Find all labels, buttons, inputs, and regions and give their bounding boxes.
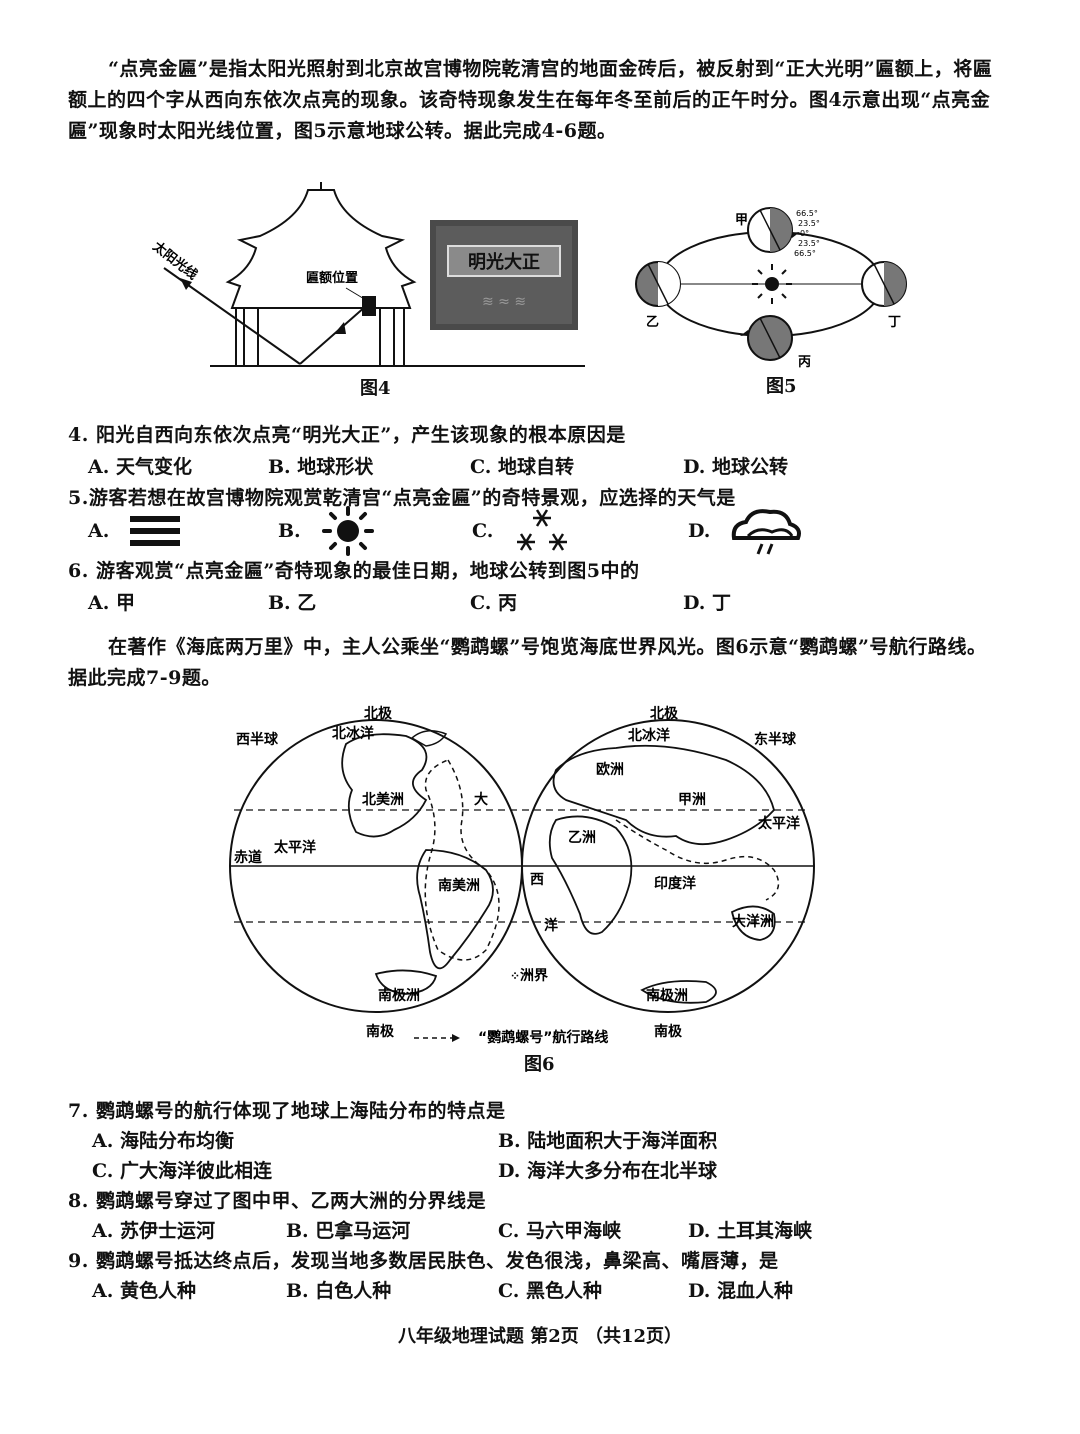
q4-option-b[interactable]: B. 地球形状 xyxy=(268,456,374,478)
q6-option-d[interactable]: D. 丁 xyxy=(683,592,732,614)
question-4-stem: 4. 阳光自西向东依次点亮“明光大正”，产生该现象的根本原因是 xyxy=(68,424,626,446)
west-hemisphere-title: 西半球 xyxy=(236,731,279,748)
svg-text:大洋洲: 大洋洲 xyxy=(732,913,774,930)
q5-option-b[interactable]: B. xyxy=(278,520,301,542)
q7-option-d[interactable]: D. 海洋大多分布在北半球 xyxy=(498,1160,718,1182)
q8-option-b[interactable]: B. 巴拿马运河 xyxy=(286,1220,411,1242)
west-north-pole-label: 北极 xyxy=(364,705,393,722)
figure-5-caption: 图5 xyxy=(766,376,797,397)
question-7-stem: 7. 鹦鹉螺号的航行体现了地球上海陆分布的特点是 xyxy=(68,1100,506,1122)
q4-option-a[interactable]: A. 天气变化 xyxy=(88,456,192,478)
plaque-position-label: 匾额位置 xyxy=(306,270,358,286)
q7-option-b[interactable]: B. 陆地面积大于海洋面积 xyxy=(498,1130,718,1152)
q9-option-c[interactable]: C. 黑色人种 xyxy=(498,1280,603,1302)
svg-text:≋ ≈ ≋: ≋ ≈ ≋ xyxy=(482,294,526,310)
svg-text:北冰洋: 北冰洋 xyxy=(628,727,670,744)
q8-option-d[interactable]: D. 土耳其海峡 xyxy=(688,1220,813,1242)
q8-option-a[interactable]: A. 苏伊士运河 xyxy=(92,1220,215,1242)
svg-text:赤道: 赤道 xyxy=(234,849,262,866)
figure-6-caption: 图6 xyxy=(524,1054,555,1075)
west-south-pole-label: 南极 xyxy=(366,1023,395,1040)
route-east xyxy=(615,819,780,901)
rain-icon xyxy=(731,509,801,555)
q9-option-b[interactable]: B. 白色人种 xyxy=(286,1280,392,1302)
svg-text:23.5°: 23.5° xyxy=(798,239,820,248)
svg-text:大: 大 xyxy=(474,791,488,808)
svg-text:66.5°: 66.5° xyxy=(796,209,818,218)
svg-text:太平洋: 太平洋 xyxy=(758,815,800,832)
svg-text:西: 西 xyxy=(530,872,544,888)
svg-text:北美洲: 北美洲 xyxy=(362,791,404,808)
east-hemisphere-title: 东半球 xyxy=(754,731,797,748)
svg-text:北冰洋: 北冰洋 xyxy=(332,725,374,742)
svg-text:太平洋: 太平洋 xyxy=(274,839,316,856)
question-8-stem: 8. 鹦鹉螺号穿过了图中甲、乙两大洲的分界线是 xyxy=(68,1190,486,1212)
figure-4: 太阳光线 匾额位置 明光大正 ≋ ≈ ≋ xyxy=(149,182,585,367)
q4-option-c[interactable]: C. 地球自转 xyxy=(470,456,575,478)
question-5-stem: 5.游客若想在故宫博物院观赏乾清宫“点亮金匾”的奇特景观，应选择的天气是 xyxy=(68,487,736,509)
svg-text:乙洲: 乙洲 xyxy=(568,830,596,846)
legend-boundary: ⁘ 洲界 xyxy=(510,968,549,984)
east-south-pole-label: 南极 xyxy=(654,1023,683,1040)
intro-paragraph-1: “点亮金匾”是指太阳光照射到北京故宫博物院乾清宫的地面金砖后，被反射到“正大光明… xyxy=(68,58,993,142)
svg-text:印度洋: 印度洋 xyxy=(654,875,696,892)
svg-text:66.5°: 66.5° xyxy=(794,249,816,258)
east-north-pole-label: 北极 xyxy=(650,705,679,722)
position-jia-label: 甲 xyxy=(735,213,748,228)
sunny-icon xyxy=(322,506,374,556)
q5-option-a[interactable]: A. xyxy=(88,520,110,542)
position-bing-label: 丙 xyxy=(798,355,811,370)
snow-icon xyxy=(517,509,567,551)
q8-option-c[interactable]: C. 马六甲海峡 xyxy=(498,1220,622,1242)
q5-option-c[interactable]: C. xyxy=(472,520,494,542)
svg-text:南极洲: 南极洲 xyxy=(378,987,420,1004)
svg-text:洲界: 洲界 xyxy=(520,968,549,984)
q7-option-a[interactable]: A. 海陆分布均衡 xyxy=(92,1130,234,1152)
earth-position-yi xyxy=(635,261,681,307)
earth-position-ding xyxy=(861,261,907,307)
q9-option-a[interactable]: A. 黄色人种 xyxy=(92,1280,196,1302)
plaque-text: 明光大正 xyxy=(468,251,540,273)
route-west xyxy=(424,759,500,961)
position-yi-label: 乙 xyxy=(646,315,659,330)
svg-text:甲洲: 甲洲 xyxy=(678,792,706,808)
q6-option-c[interactable]: C. 丙 xyxy=(470,592,518,614)
sun-icon xyxy=(752,264,792,304)
q9-option-d[interactable]: D. 混血人种 xyxy=(688,1280,794,1302)
earth-position-jia xyxy=(747,207,793,253)
svg-text:南极洲: 南极洲 xyxy=(646,987,688,1004)
position-ding-label: 丁 xyxy=(888,315,901,330)
earth-position-bing xyxy=(747,315,793,361)
q4-option-d[interactable]: D. 地球公转 xyxy=(683,456,789,478)
figure-6: 西半球 北极 南极 北冰洋 北美洲 太平洋 赤道 南美洲 大 南极洲 东半球 北… xyxy=(229,705,815,1046)
svg-text:⁘: ⁘ xyxy=(510,969,520,983)
figure-4-caption: 图4 xyxy=(360,378,391,399)
q5-option-d[interactable]: D. xyxy=(688,520,711,542)
q6-option-b[interactable]: B. 乙 xyxy=(268,592,317,614)
question-9-stem: 9. 鹦鹉螺号抵达终点后，发现当地多数居民肤色、发色很浅，鼻梁高、嘴唇薄，是 xyxy=(68,1250,779,1272)
svg-text:0°: 0° xyxy=(800,229,809,238)
q6-option-a[interactable]: A. 甲 xyxy=(88,592,135,614)
svg-text:洋: 洋 xyxy=(544,917,558,934)
svg-text:欧洲: 欧洲 xyxy=(596,761,624,778)
figure-5: 甲 66.5° 23.5° 0° 23.5° 66.5° 乙 丙 丁 xyxy=(635,207,907,370)
page-footer: 八年级地理试题 第2页 （共12页） xyxy=(397,1326,683,1347)
svg-text:“鹦鹉螺号”航行路线: “鹦鹉螺号”航行路线 xyxy=(478,1029,608,1046)
legend-route: “鹦鹉螺号”航行路线 xyxy=(414,1029,608,1046)
question-6-stem: 6. 游客观赏“点亮金匾”奇特现象的最佳日期，地球公转到图5中的 xyxy=(68,560,640,582)
intro-paragraph-2: 在著作《海底两万里》中，主人公乘坐“鹦鹉螺”号饱览海底世界风光。图6示意“鹦鹉螺… xyxy=(68,636,987,689)
svg-text:23.5°: 23.5° xyxy=(798,219,820,228)
q7-option-c[interactable]: C. 广大海洋彼此相连 xyxy=(92,1160,273,1182)
svg-text:南美洲: 南美洲 xyxy=(438,877,480,894)
fog-icon xyxy=(130,516,180,546)
